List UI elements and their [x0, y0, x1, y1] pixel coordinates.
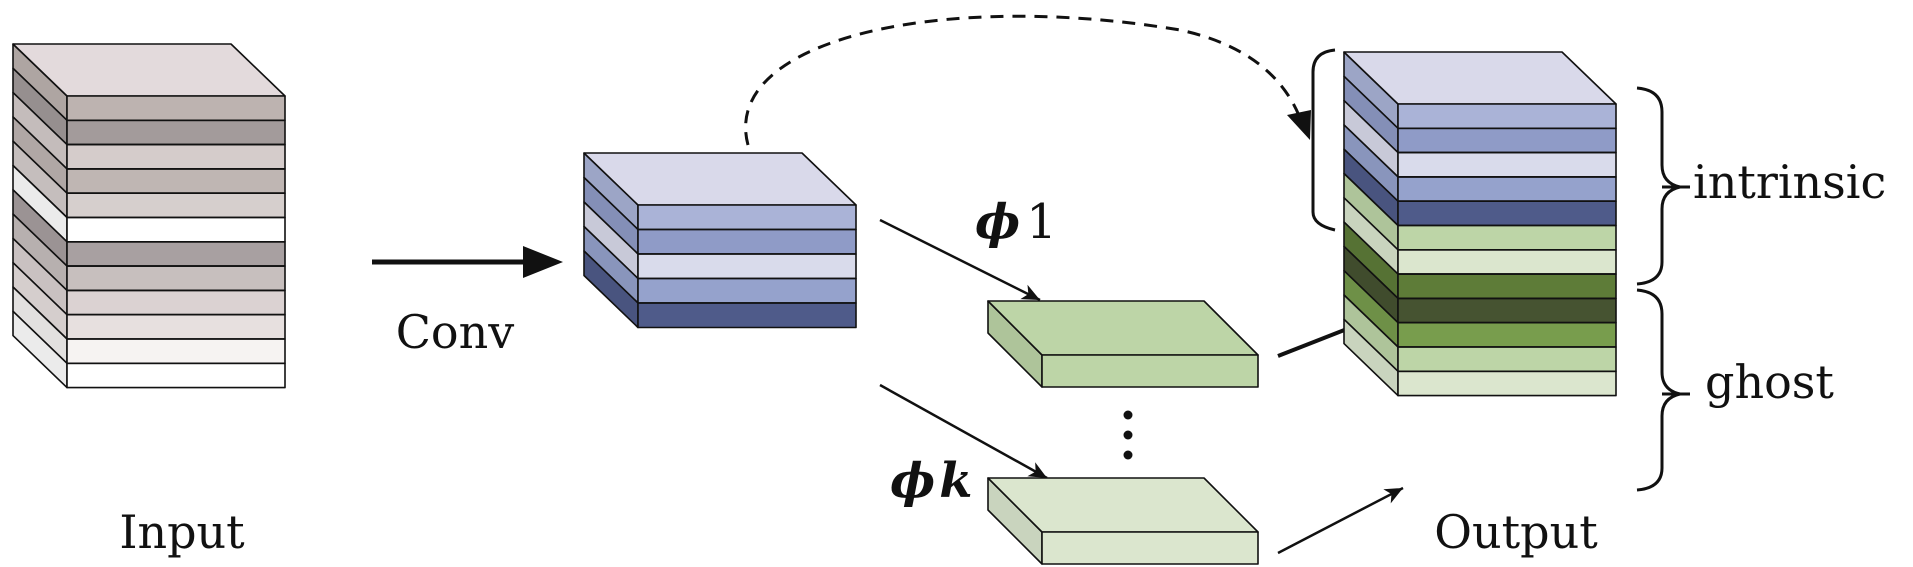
ghost-right-brace: [1636, 288, 1690, 492]
ghostk-to-output-arrow: [1277, 486, 1404, 555]
ghost-feature-slab-1: [987, 300, 1259, 388]
intrinsic-feature-map: [583, 152, 857, 329]
intrinsic-right-brace: [1636, 86, 1690, 286]
output-label: Output: [1434, 505, 1598, 559]
input-front-layer-11: [66, 338, 286, 365]
vertical-ellipsis: [1123, 410, 1133, 460]
input-front-layer-5: [66, 192, 286, 219]
intrinsic-left-brace: [1311, 48, 1336, 232]
input-front-layer-7: [66, 241, 286, 267]
output-front-layer-2: [1397, 127, 1617, 154]
input-front-layer-4: [66, 168, 286, 194]
conv-front-layer-5: [637, 302, 857, 329]
phi1-arrow: [879, 218, 1041, 302]
output-front-layer-7: [1397, 249, 1617, 275]
conv-front-layer-4: [637, 277, 857, 304]
conv-label: Conv: [396, 305, 515, 359]
phik-arrow: [879, 383, 1048, 480]
output-front-layer-6: [1397, 224, 1617, 251]
input-front-layer-9: [66, 289, 286, 316]
conv-front-layer-3: [637, 253, 857, 280]
input-label: Input: [119, 505, 245, 559]
output-front-layer-11: [1397, 346, 1617, 373]
conv-front-layer-2: [637, 228, 857, 255]
ghost-feature-slab-k: [987, 477, 1259, 565]
intrinsic-label: intrinsic: [1693, 155, 1886, 209]
output-front-layer-3: [1397, 151, 1617, 178]
output-front-layer-10: [1397, 321, 1617, 348]
input-front-layer-8: [66, 265, 286, 292]
ghostk-front-face: [1041, 531, 1259, 565]
input-front-layer-6: [66, 216, 286, 243]
phik-label: ϕk: [890, 453, 972, 509]
conv-front-layer-1: [637, 204, 857, 231]
input-feature-map: [12, 43, 286, 389]
output-front-layer-9: [1397, 297, 1617, 324]
ghost1-front-face: [1041, 354, 1259, 388]
output-feature-map: [1343, 51, 1617, 397]
input-front-layer-1: [66, 95, 286, 122]
identity-dashed-arrow: [744, 14, 1311, 146]
input-front-layer-12: [66, 362, 286, 389]
output-front-layer-12: [1397, 370, 1617, 397]
conv-arrow: [372, 246, 563, 278]
output-front-layer-5: [1397, 200, 1617, 227]
output-front-layer-4: [1397, 176, 1617, 202]
ghost-label: ghost: [1705, 355, 1834, 409]
output-front-layer-8: [1397, 273, 1617, 300]
input-front-layer-3: [66, 143, 286, 170]
input-front-layer-2: [66, 119, 286, 146]
input-front-layer-10: [66, 313, 286, 340]
output-front-layer-1: [1397, 103, 1617, 130]
